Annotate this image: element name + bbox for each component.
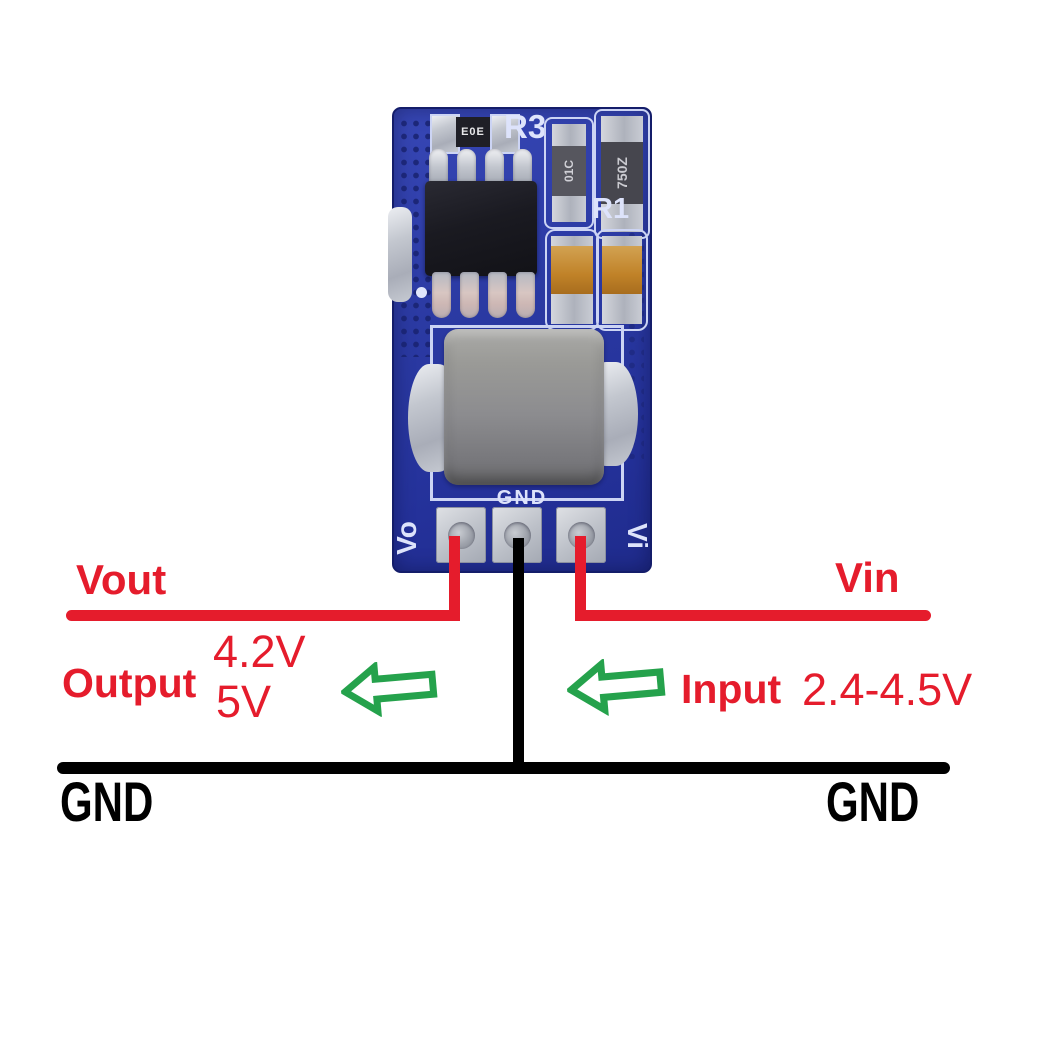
pad-vin <box>556 507 606 563</box>
component-01c-outline: 01C <box>544 117 594 229</box>
vin-wire-vertical <box>575 536 586 621</box>
edge-solder-blob <box>388 207 412 302</box>
silkscreen-vi-label: Vi <box>621 523 653 549</box>
silkscreen-r1-label: R1 <box>592 193 630 225</box>
capacitor-b-body <box>602 246 642 294</box>
ic-leg <box>513 149 532 189</box>
vout-label: Vout <box>76 556 167 603</box>
input-direction-arrow-icon <box>565 657 666 717</box>
vin-label: Vin <box>835 554 900 601</box>
ic-leg <box>516 272 535 318</box>
silkscreen-gnd-label: GND <box>496 487 548 509</box>
component-750z-outline: 750Z <box>594 109 650 239</box>
silkscreen-vo-label: Vo <box>391 521 423 555</box>
ic-leg <box>485 149 504 189</box>
resistor-r3-body: E0E <box>456 117 490 147</box>
capacitor-a-cap-top <box>551 236 593 246</box>
inductor-solder-left <box>408 364 450 472</box>
input-range-label: 2.4-4.5V <box>802 664 973 715</box>
inductor <box>444 329 604 485</box>
component-01c: 01C <box>552 124 586 222</box>
component-750z-cap-top <box>601 116 643 142</box>
output-direction-arrow-icon <box>339 660 438 718</box>
output-voltage-top: 4.2V <box>213 626 306 677</box>
capacitor-a-outline <box>545 229 599 331</box>
ic-leg <box>429 149 448 189</box>
capacitor-a-body <box>551 246 593 294</box>
capacitor-b <box>602 236 642 324</box>
component-01c-cap-top <box>552 124 586 146</box>
capacitor-a <box>551 236 593 324</box>
output-voltage-bottom: 5V <box>216 676 272 727</box>
gnd-left-label: GND <box>60 770 154 833</box>
resistor-r3-pad-right <box>490 114 520 154</box>
component-01c-cap-bottom <box>552 196 586 222</box>
ic-chip <box>425 181 537 276</box>
capacitor-b-outline <box>596 229 648 331</box>
component-750z-body: 750Z <box>601 142 643 204</box>
gnd-wire-vertical <box>513 538 524 768</box>
ic-leg <box>460 272 479 318</box>
resistor-r3-marking: E0E <box>461 126 485 138</box>
component-01c-body: 01C <box>552 146 586 196</box>
silkscreen-dot <box>416 287 427 298</box>
silkscreen-r3-label: R3 <box>504 108 547 145</box>
output-label: Output <box>62 660 197 706</box>
component-750z-marking: 750Z <box>613 157 630 189</box>
capacitor-b-cap-bottom <box>602 294 642 324</box>
pcb-module: E0E R3 01C 750Z R1 <box>388 107 653 573</box>
pad-vout <box>436 507 486 563</box>
vout-wire-horizontal <box>66 610 460 621</box>
component-750z: 750Z <box>601 116 643 232</box>
ic-leg <box>432 272 451 318</box>
vout-wire-vertical <box>449 536 460 621</box>
component-01c-marking: 01C <box>561 159 576 183</box>
vin-wire-horizontal <box>575 610 931 621</box>
ic-leg <box>457 149 476 189</box>
gnd-right-label: GND <box>826 770 920 833</box>
ic-leg <box>488 272 507 318</box>
capacitor-b-cap-top <box>602 236 642 246</box>
input-label: Input <box>681 666 782 712</box>
component-750z-cap-bottom <box>601 204 643 232</box>
capacitor-a-cap-bottom <box>551 294 593 324</box>
gnd-bus-line <box>57 762 950 774</box>
